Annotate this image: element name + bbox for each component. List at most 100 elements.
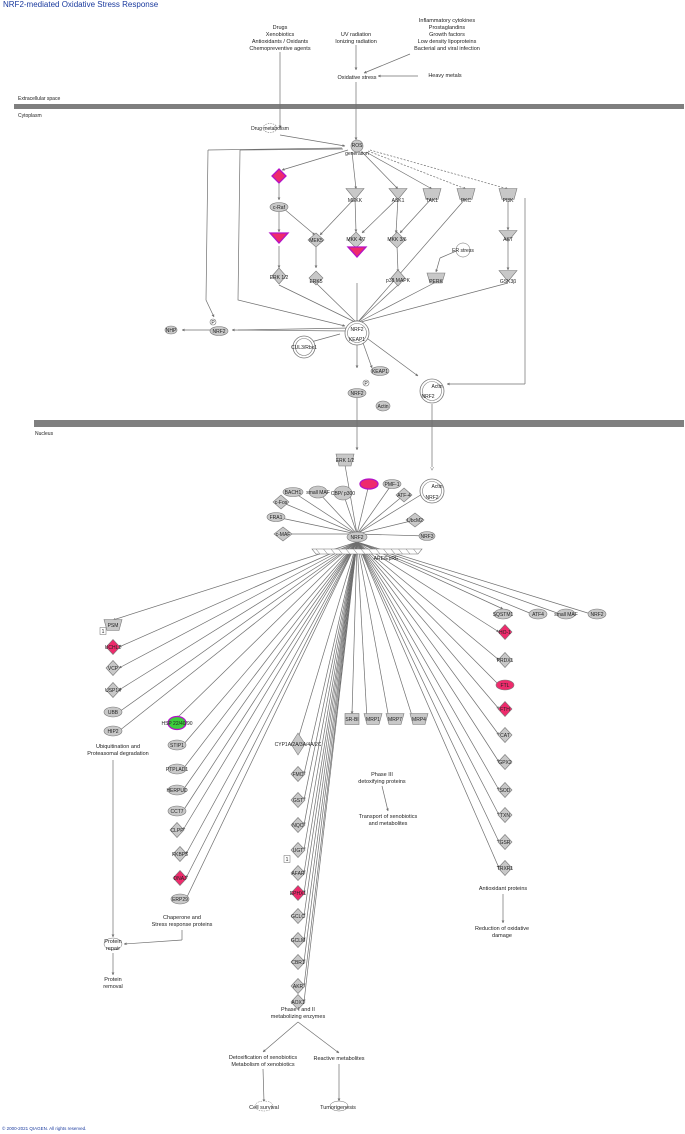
edge-line <box>356 483 393 535</box>
fra1-node[interactable] <box>266 512 286 522</box>
p-badge[interactable] <box>209 318 217 326</box>
ubiquitin-item-0[interactable] <box>103 619 123 631</box>
antioxidant-item-11[interactable] <box>497 807 513 823</box>
actin-nrf2-complex[interactable] <box>419 378 445 404</box>
pink-mek-node[interactable] <box>268 232 290 244</box>
chaperone-item-1[interactable] <box>167 739 187 751</box>
ask1-node[interactable] <box>388 188 408 200</box>
edge-line <box>365 151 433 190</box>
phase3-item-3[interactable] <box>409 713 429 725</box>
antioxidant-item-2[interactable] <box>556 608 576 620</box>
perk-node[interactable] <box>426 272 446 284</box>
phase12-item-9[interactable] <box>290 954 306 970</box>
mkk36-node[interactable] <box>388 231 406 249</box>
edge-line <box>118 541 358 648</box>
pkc-node[interactable] <box>456 188 476 200</box>
nrf3-node[interactable] <box>418 531 436 541</box>
phase12-item-8[interactable] <box>290 932 306 948</box>
nrf2-keap1-complex[interactable] <box>344 320 370 346</box>
antioxidant-item-1[interactable] <box>528 608 548 620</box>
atf4-node[interactable] <box>395 487 413 503</box>
phase12-item-10[interactable] <box>290 978 306 994</box>
phase12-item-6[interactable] <box>290 885 306 901</box>
erk12-node[interactable] <box>271 267 287 285</box>
cbp-node[interactable] <box>333 485 353 501</box>
chaperone-item-3[interactable] <box>167 784 187 796</box>
nrf2-cyto-node[interactable] <box>347 388 367 398</box>
erk-nuc-node[interactable] <box>335 453 355 467</box>
ubiquitin-item-2[interactable] <box>105 660 121 676</box>
chaperone-item-5[interactable] <box>169 822 185 838</box>
antioxidant-item-6[interactable] <box>495 679 515 691</box>
antioxidant-item-12[interactable] <box>497 834 513 850</box>
actin-cyto-node[interactable] <box>375 400 391 412</box>
tak1-node[interactable] <box>422 188 442 200</box>
ros-node[interactable] <box>350 139 364 153</box>
antioxidant-item-0[interactable] <box>493 608 513 620</box>
phase12-item-3[interactable] <box>290 817 306 833</box>
phase12-item-7[interactable] <box>290 908 306 924</box>
actin-nrf2-nuc[interactable] <box>419 478 445 504</box>
bach1-node[interactable] <box>282 487 304 497</box>
phase3-item-0[interactable] <box>344 713 360 725</box>
antioxidant-item-10[interactable] <box>497 782 513 798</box>
mek5-node[interactable] <box>307 232 325 248</box>
nrf2-p-node[interactable] <box>209 326 229 336</box>
chaperone-item-6[interactable] <box>172 846 188 862</box>
ubiquitin-item-3[interactable] <box>105 682 121 698</box>
pi3k-label: PI3K <box>503 198 515 204</box>
ubcm2-node[interactable] <box>405 512 425 528</box>
antioxidant-item-7[interactable] <box>497 701 513 717</box>
phase12-item-0[interactable] <box>290 732 306 756</box>
pink-kinase-node[interactable] <box>271 168 287 184</box>
nhp-node[interactable] <box>164 325 178 335</box>
p-label: P <box>211 320 215 326</box>
antioxidant-item-3[interactable] <box>587 608 607 620</box>
phase12-item-5[interactable] <box>290 865 306 881</box>
phase12-item-4[interactable] <box>290 842 306 858</box>
erk5-node[interactable] <box>308 270 324 286</box>
ubiquitin-item-4[interactable] <box>103 706 123 718</box>
cul3-complex[interactable] <box>292 335 316 359</box>
pi3k-node[interactable] <box>498 188 518 200</box>
antioxidant-item-13[interactable] <box>497 860 513 876</box>
svg-text:UV radiation: UV radiation <box>341 32 371 38</box>
smaf-node[interactable] <box>308 485 328 499</box>
chaperone-item-0[interactable] <box>167 715 187 731</box>
cmaf-node[interactable] <box>273 526 293 542</box>
keap1-node[interactable] <box>370 366 390 376</box>
phase12-item-2[interactable] <box>290 792 306 808</box>
phase12-item-11[interactable] <box>290 994 306 1010</box>
edge-line <box>361 151 399 190</box>
gsk3b-node[interactable] <box>498 270 518 282</box>
chaperone-item-7[interactable] <box>172 870 188 886</box>
ubiquitin-item-3-label: USP14 <box>105 688 121 694</box>
p-badge-2[interactable] <box>362 379 370 387</box>
akt-label: AKT <box>503 237 513 243</box>
antioxidant-item-9[interactable] <box>497 754 513 770</box>
p38-node[interactable] <box>390 269 406 287</box>
pink-jnk-node[interactable] <box>346 246 368 258</box>
nrf2-nuc-node[interactable] <box>346 531 368 543</box>
edges <box>111 45 592 1103</box>
craf-node[interactable] <box>269 202 289 212</box>
ubiquitin-item-1[interactable] <box>105 639 121 655</box>
drug-metabolism-node[interactable] <box>262 123 278 133</box>
edge-line <box>303 541 358 801</box>
ubiquitin-item-5[interactable] <box>103 725 123 737</box>
drug-metabolism-label: Drug metabolism <box>251 126 289 132</box>
chaperone-item-4[interactable] <box>167 805 187 817</box>
cfos-node[interactable] <box>272 494 290 510</box>
phase3-item-2[interactable] <box>385 713 405 725</box>
chaperone-item-2[interactable] <box>167 763 187 775</box>
pmf1-node[interactable] <box>382 479 402 489</box>
akt-node[interactable] <box>498 230 518 242</box>
phase12-item-1[interactable] <box>290 766 306 782</box>
mekk-node[interactable] <box>345 188 365 200</box>
antioxidant-item-4[interactable] <box>497 624 513 640</box>
pink-nuc-node[interactable] <box>359 478 379 490</box>
antioxidant-item-5[interactable] <box>497 652 513 668</box>
antioxidant-item-8[interactable] <box>497 727 513 743</box>
phase3-item-1[interactable] <box>363 713 383 725</box>
chaperone-item-8[interactable] <box>170 893 190 905</box>
